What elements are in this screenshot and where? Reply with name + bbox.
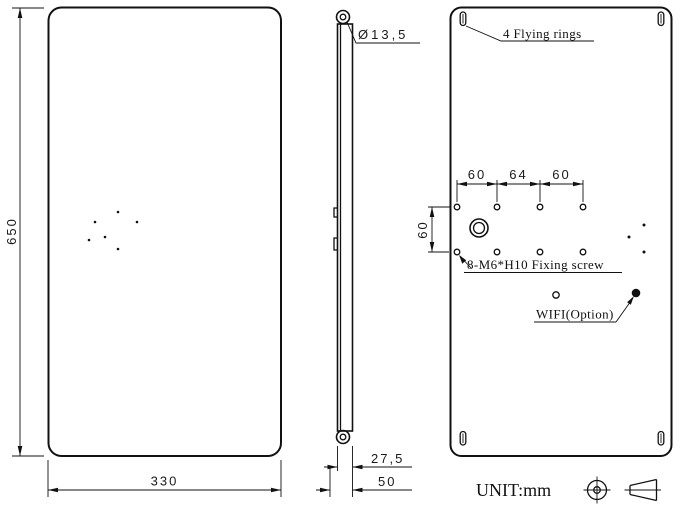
flying-ring-top-inner — [339, 13, 347, 21]
panel-dot — [116, 247, 120, 251]
fixing-screw-leader — [459, 255, 472, 269]
flying-rings-leader — [465, 25, 594, 42]
hole-spacing-right-label: 60 — [552, 167, 570, 182]
cable-hole-outer — [469, 218, 489, 238]
front-view — [47, 6, 282, 457]
back-view-outline — [449, 6, 673, 457]
ring-diameter-callout: Ø13,5 — [346, 21, 420, 44]
vertical-spacing-dimension: 60 — [415, 206, 451, 253]
projection-symbol — [583, 476, 661, 504]
height-extension-lines — [12, 7, 44, 457]
projection-cone — [629, 478, 658, 502]
fixing-hole — [536, 203, 544, 211]
height-dimension-label: 650 — [4, 217, 19, 245]
wifi-arrowhead — [627, 296, 634, 305]
unit-label: UNIT:mm — [476, 480, 551, 500]
panel-dot — [642, 250, 646, 254]
front-view-dots — [87, 210, 139, 251]
ring-diameter-label: Ø13,5 — [358, 27, 408, 42]
fixing-hole — [579, 248, 587, 256]
wifi-leader — [615, 302, 630, 323]
depth-dimension-label: 27,5 — [371, 451, 404, 466]
vertical-spacing-label: 60 — [415, 220, 430, 238]
width-extension-lines — [47, 460, 282, 497]
fixing-hole — [536, 248, 544, 256]
projection-circle-outer — [586, 479, 608, 501]
front-view-outline — [47, 6, 282, 457]
fixing-screw-callout: 8-M6*H10 Fixing screw — [459, 255, 622, 273]
flying-ring-bottom-outer — [335, 429, 351, 445]
flying-rings-callout: 4 Flying rings — [465, 25, 594, 42]
hole-spacing-mid-label: 64 — [509, 167, 527, 182]
flying-ring-slot — [459, 430, 467, 446]
flying-ring-bottom-inner — [339, 433, 347, 441]
back-view — [449, 6, 673, 457]
flying-ring-slot — [459, 11, 467, 27]
side-view-body — [336, 23, 354, 432]
hole-spacing-extension-lines — [456, 180, 584, 202]
panel-dot — [93, 220, 97, 224]
width-dimension-label: 330 — [151, 474, 179, 489]
hole-spacing-left-label: 60 — [468, 167, 486, 182]
panel-dot — [116, 210, 120, 214]
panel-dot — [627, 235, 631, 239]
fixing-hole — [493, 248, 501, 256]
flying-rings-label: 4 Flying rings — [503, 26, 582, 41]
fixing-hole — [453, 203, 461, 211]
total-depth-dimension: 50 — [316, 466, 412, 497]
panel-dot — [103, 235, 107, 239]
fixing-screw-label: 8-M6*H10 Fixing screw — [467, 257, 604, 272]
cable-hole-inner — [472, 221, 486, 235]
panel-dot — [135, 220, 139, 224]
total-depth-dimension-label: 50 — [378, 474, 396, 489]
height-dimension: 650 — [4, 7, 44, 457]
wifi-callout: WIFI(Option) — [534, 296, 634, 323]
flying-ring-top-outer — [335, 9, 351, 25]
fixing-hole — [579, 203, 587, 211]
total-depth-dimension-arrows — [320, 487, 363, 493]
ring-diameter-leader — [346, 21, 420, 44]
fixing-hole — [453, 248, 461, 256]
panel-dot — [642, 223, 646, 227]
small-hole — [552, 291, 560, 299]
width-dimension: 330 — [47, 460, 282, 497]
hole-spacing-arrows — [457, 181, 583, 187]
depth-dimension-arrows — [327, 464, 363, 470]
fixing-hole — [493, 203, 501, 211]
fixing-holes — [453, 203, 587, 256]
depth-dimension: 27,5 — [324, 446, 412, 497]
depth-extension-lines — [337, 446, 353, 497]
panel-dot — [87, 238, 91, 242]
side-view-port-notches — [333, 207, 338, 251]
wifi-antenna-dot — [631, 288, 641, 298]
side-view — [333, 9, 354, 445]
flying-ring-slot — [657, 430, 665, 446]
flying-ring-slot — [657, 11, 665, 27]
slot-centerlines — [462, 14, 662, 443]
back-view-dots — [627, 223, 646, 254]
wifi-label: WIFI(Option) — [536, 307, 614, 322]
vertical-spacing-arrows — [429, 207, 435, 252]
projection-circle-inner — [593, 486, 601, 494]
hole-spacing-dimension: 60 64 60 — [456, 167, 584, 202]
corner-slots — [459, 11, 665, 446]
